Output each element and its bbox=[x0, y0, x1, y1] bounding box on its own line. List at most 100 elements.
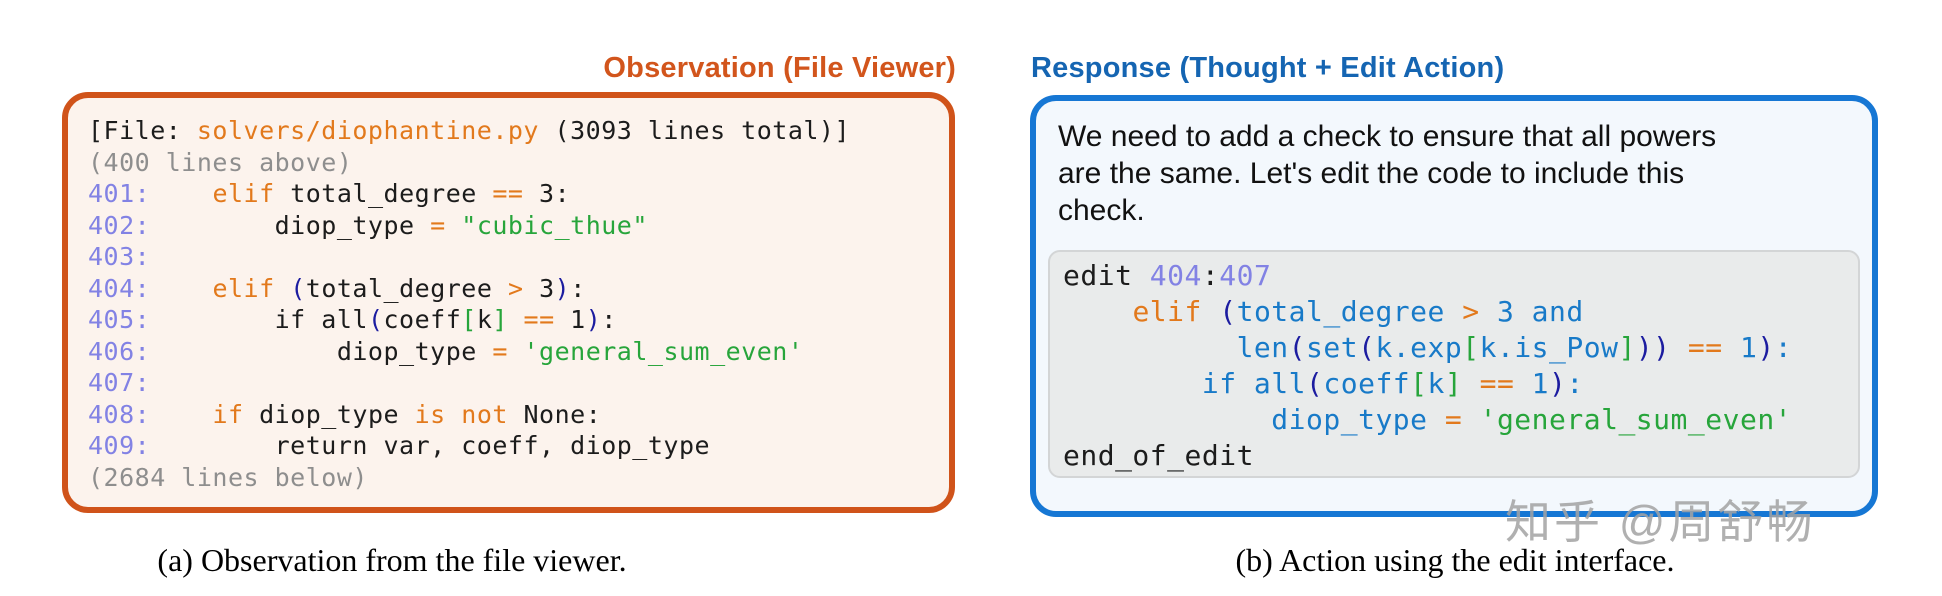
code-token: total_degree bbox=[1236, 295, 1463, 328]
code-token bbox=[150, 179, 212, 208]
code-token bbox=[1063, 367, 1202, 400]
code-token: = bbox=[430, 210, 446, 240]
code-token: total_degree bbox=[274, 179, 493, 208]
code-token: ( bbox=[1288, 331, 1307, 364]
code-token: k bbox=[476, 305, 493, 334]
code-token: > bbox=[507, 273, 524, 303]
thought-line: We need to add a check to ensure that al… bbox=[1058, 120, 1717, 153]
code-token bbox=[150, 400, 212, 429]
code-token: 407: bbox=[88, 368, 151, 397]
code-token: (3093 lines total)] bbox=[539, 116, 851, 145]
code-token: solvers/diophantine.py bbox=[196, 116, 539, 145]
code-token: ] bbox=[492, 305, 508, 334]
code-token: 408: bbox=[88, 399, 151, 429]
code-token: (400 lines above) bbox=[88, 147, 353, 177]
code-token: 401: bbox=[88, 179, 151, 208]
code-token: ) bbox=[1549, 367, 1567, 400]
code-token: == bbox=[523, 305, 555, 334]
code-line: 405: if all(coeff[k] == 1): bbox=[88, 304, 949, 336]
code-token: diop_type bbox=[243, 399, 415, 429]
code-line: 408: if diop_type is not None: bbox=[88, 399, 949, 431]
code-token: if bbox=[212, 399, 244, 429]
code-token: 3 and bbox=[1479, 295, 1584, 328]
code-token: 409: bbox=[88, 431, 151, 460]
code-token: elif bbox=[1132, 295, 1202, 328]
code-token: is not bbox=[414, 399, 508, 429]
code-line: 406: diop_type = 'general_sum_even' bbox=[88, 336, 949, 368]
code-token: k bbox=[1427, 367, 1445, 400]
code-token bbox=[1462, 403, 1479, 436]
code-token: 405: bbox=[88, 305, 151, 334]
code-line: edit 404:407 bbox=[1063, 258, 1858, 294]
code-token: 404: bbox=[88, 273, 151, 303]
code-token: diop_type bbox=[150, 210, 431, 240]
thought-line: check. bbox=[1058, 194, 1145, 227]
code-token: [ bbox=[1410, 367, 1428, 400]
code-token: = bbox=[492, 336, 508, 366]
code-token: ( bbox=[1358, 331, 1376, 364]
code-token: ) bbox=[585, 305, 602, 334]
watermark-text: 知乎 @周舒畅 bbox=[1505, 496, 1816, 548]
code-token: coeff bbox=[1323, 367, 1411, 400]
code-token: 1 bbox=[1514, 367, 1550, 400]
code-line: (400 lines above) bbox=[88, 147, 949, 179]
code-token bbox=[1202, 295, 1219, 328]
code-token bbox=[446, 211, 462, 240]
code-token: 'general_sum_even' bbox=[1479, 403, 1793, 436]
code-token: : bbox=[601, 305, 617, 334]
code-line: 409: return var, coeff, diop_type bbox=[88, 430, 949, 462]
code-token: 402: bbox=[88, 210, 151, 240]
observation-panel-title: Observation (File Viewer) bbox=[603, 52, 956, 84]
code-token: ] bbox=[1444, 367, 1463, 400]
code-token: None: bbox=[507, 399, 602, 429]
code-token bbox=[1671, 331, 1688, 364]
code-token: if all bbox=[1201, 367, 1307, 400]
code-token bbox=[508, 305, 524, 334]
response-panel-title: Response (Thought + Edit Action) bbox=[1031, 52, 1505, 84]
code-token bbox=[150, 274, 212, 303]
code-token: coeff bbox=[383, 305, 462, 334]
code-token: diop_type bbox=[1271, 403, 1445, 436]
code-token: set bbox=[1306, 331, 1359, 364]
code-line: len(set(k.exp[k.is_Pow])) == 1): bbox=[1063, 330, 1858, 366]
code-token: k.exp bbox=[1375, 331, 1463, 364]
code-token: ( bbox=[367, 305, 384, 334]
code-token: ) bbox=[1757, 331, 1775, 364]
code-token: diop_type bbox=[150, 336, 493, 366]
edit-action-code: edit 404:407 elif (total_degree > 3 and … bbox=[1048, 250, 1860, 478]
code-token: ( bbox=[1306, 367, 1324, 400]
code-token: == bbox=[1687, 331, 1723, 364]
code-token: edit bbox=[1063, 259, 1150, 292]
code-line: 407: bbox=[88, 367, 949, 399]
code-line: 402: diop_type = "cubic_thue" bbox=[88, 210, 949, 242]
code-token: elif bbox=[212, 273, 275, 303]
code-token: ( bbox=[1219, 295, 1237, 328]
code-token: elif bbox=[212, 179, 275, 208]
code-token: : bbox=[570, 273, 586, 303]
code-token: end_of_edit bbox=[1063, 439, 1254, 472]
code-line: end_of_edit bbox=[1063, 438, 1858, 474]
code-token bbox=[508, 337, 524, 366]
code-token bbox=[1063, 403, 1271, 436]
code-line: [File: solvers/diophantine.py (3093 line… bbox=[88, 115, 949, 147]
code-token: return var, coeff, diop_type bbox=[150, 431, 711, 460]
thought-text: We need to add a check to ensure that al… bbox=[1036, 101, 1872, 229]
code-line: (2684 lines below) bbox=[88, 462, 949, 494]
code-token: [File: bbox=[88, 116, 197, 145]
code-line: 403: bbox=[88, 241, 949, 273]
observation-file-viewer-box: [File: solvers/diophantine.py (3093 line… bbox=[62, 92, 955, 513]
code-token bbox=[1063, 331, 1237, 364]
code-token: 403: bbox=[88, 242, 151, 271]
code-token: ) bbox=[554, 273, 571, 303]
file-viewer-code: [File: solvers/diophantine.py (3093 line… bbox=[68, 98, 949, 493]
code-token: : bbox=[1201, 259, 1220, 292]
code-line: 401: elif total_degree == 3: bbox=[88, 178, 949, 210]
code-token: == bbox=[1479, 367, 1515, 400]
code-token: )) bbox=[1635, 331, 1671, 364]
code-line: if all(coeff[k] == 1): bbox=[1063, 366, 1858, 402]
code-token: len bbox=[1236, 331, 1289, 364]
code-token: 'general_sum_even' bbox=[523, 336, 804, 366]
code-token bbox=[275, 274, 291, 303]
code-token: 404 bbox=[1149, 259, 1202, 292]
caption-observation: (a) Observation from the file viewer. bbox=[157, 542, 627, 578]
